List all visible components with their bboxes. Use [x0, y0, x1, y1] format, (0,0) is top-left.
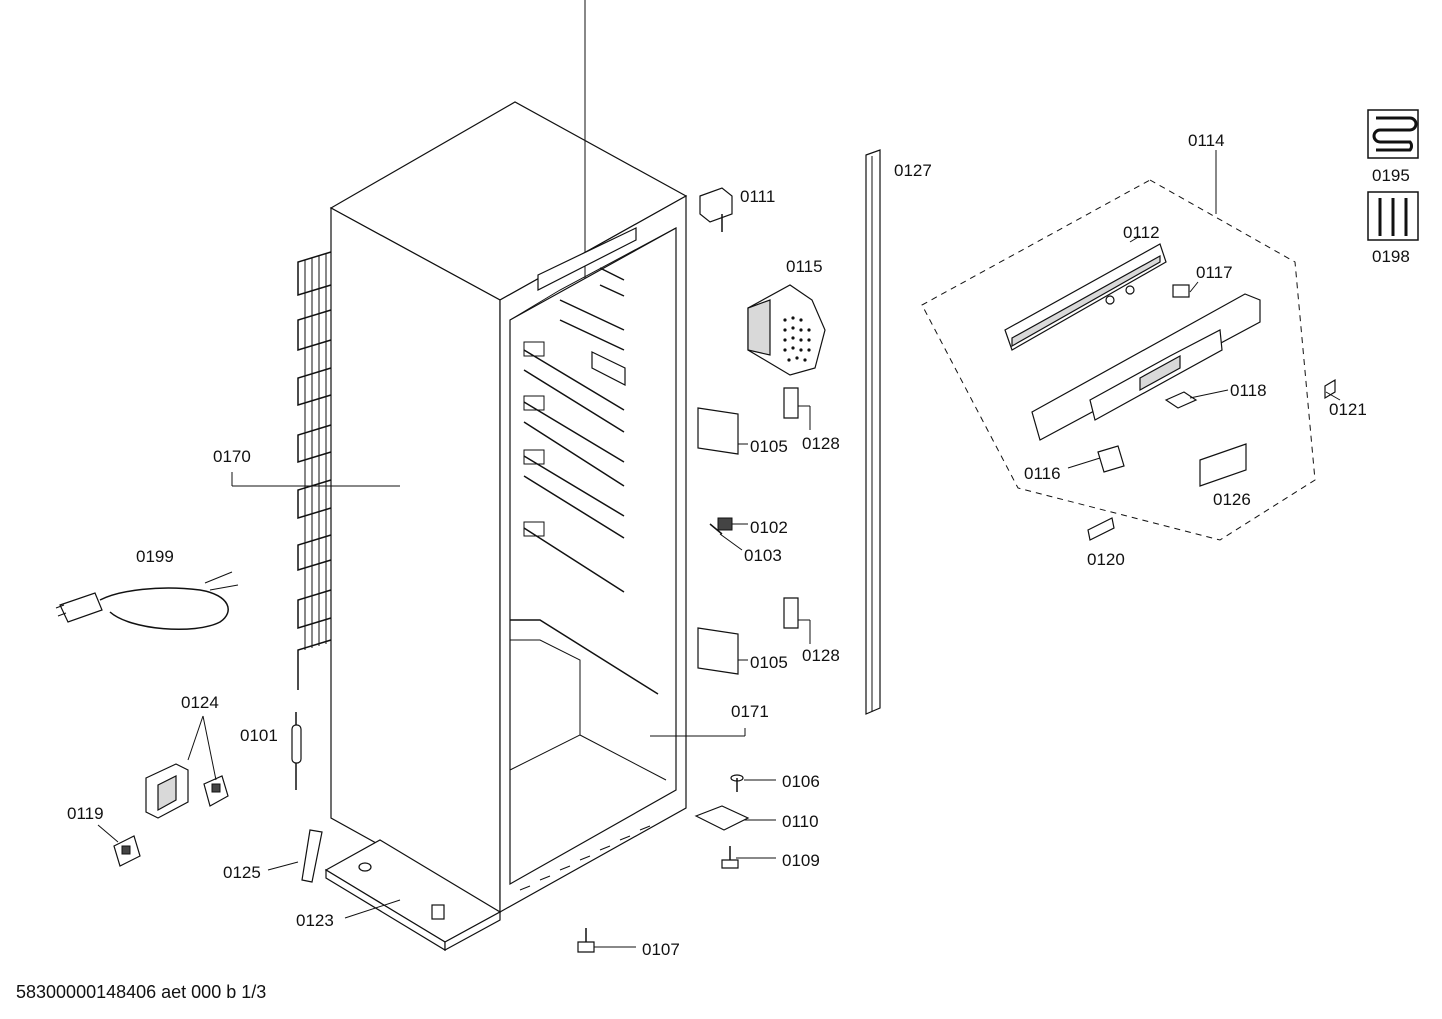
part-label-0124[interactable]: 0124 — [181, 693, 219, 712]
fan-cover — [747, 284, 826, 376]
power-cord — [55, 571, 239, 631]
part-label-0127[interactable]: 0127 — [894, 161, 932, 180]
part-label-0115[interactable]: 0115 — [786, 257, 823, 276]
part-label-0126[interactable]: 0126 — [1213, 490, 1251, 509]
condenser-coil — [297, 251, 332, 690]
part-label-0101[interactable]: 0101 — [240, 726, 278, 745]
part-label-0109[interactable]: 0109 — [782, 851, 820, 870]
part-label-0105-lower[interactable]: 0105 — [750, 653, 788, 672]
lower-hinge-parts — [577, 774, 750, 953]
document-reference-footer: 58300000148406 aet 000 b 1/3 — [16, 982, 267, 1002]
part-label-0125[interactable]: 0125 — [223, 863, 261, 882]
door-switch — [709, 517, 733, 535]
door-seal-strip — [865, 149, 881, 715]
part-label-0116[interactable]: 0116 — [1024, 464, 1061, 483]
temperature-sensor — [291, 712, 302, 790]
top-hinge — [699, 187, 733, 232]
part-label-0171[interactable]: 0171 — [731, 702, 769, 721]
part-label-0106[interactable]: 0106 — [782, 772, 820, 791]
part-label-0120[interactable]: 0120 — [1087, 550, 1125, 569]
cabinet-body — [329, 0, 688, 914]
part-label-0105-upper[interactable]: 0105 — [750, 437, 788, 456]
cabinet-base — [324, 839, 502, 952]
part-label-0121[interactable]: 0121 — [1329, 400, 1367, 419]
electronic-modules — [113, 763, 229, 867]
accessory-icons — [1367, 109, 1419, 241]
part-label-0198[interactable]: 0198 — [1372, 247, 1410, 266]
part-label-0195[interactable]: 0195 — [1372, 166, 1410, 185]
part-label-0119[interactable]: 0119 — [67, 804, 104, 823]
cover-plates — [697, 387, 799, 675]
part-label-0111[interactable]: 0111 — [740, 187, 776, 206]
part-label-0128-lower[interactable]: 0128 — [802, 646, 840, 665]
part-label-0170[interactable]: 0170 — [213, 447, 251, 466]
part-label-0123[interactable]: 0123 — [296, 911, 334, 930]
part-label-0199[interactable]: 0199 — [136, 547, 174, 566]
part-label-0110[interactable]: 0110 — [782, 812, 819, 831]
part-label-0112[interactable]: 0112 — [1123, 223, 1160, 242]
part-label-0128-upper[interactable]: 0128 — [802, 434, 840, 453]
part-label-0117[interactable]: 0117 — [1196, 263, 1233, 282]
part-label-0103[interactable]: 0103 — [744, 546, 782, 565]
control-panel-group — [921, 179, 1336, 541]
part-label-0102[interactable]: 0102 — [750, 518, 788, 537]
leader-lines — [97, 150, 1341, 948]
part-label-0114[interactable]: 0114 — [1188, 131, 1225, 150]
drain-hose — [301, 829, 323, 883]
part-label-0107[interactable]: 0107 — [642, 940, 680, 959]
part-label-0118[interactable]: 0118 — [1230, 381, 1267, 400]
